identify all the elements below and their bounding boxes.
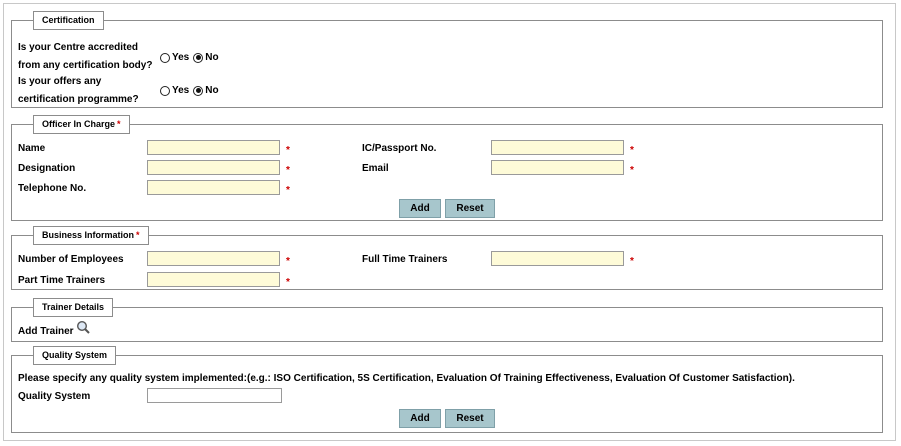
parttime-trainers-input[interactable]	[147, 272, 280, 287]
email-required-star: *	[630, 165, 634, 176]
quality-legend: Quality System	[33, 346, 117, 365]
accreditation-radio-group: Yes No	[160, 52, 223, 63]
employees-label: Number of Employees	[18, 254, 124, 265]
name-label: Name	[18, 143, 46, 154]
email-label: Email	[362, 163, 389, 174]
telephone-required-star: *	[286, 185, 290, 196]
accreditation-yes-label: Yes	[172, 52, 190, 63]
designation-required-star: *	[286, 165, 290, 176]
certification-section: Certification	[11, 11, 883, 108]
designation-label: Designation	[18, 163, 76, 174]
business-legend: Business Information*	[33, 226, 149, 245]
add-trainer-label: Add Trainer	[18, 326, 74, 337]
parttime-trainers-required-star: *	[286, 277, 290, 288]
ic-passport-input[interactable]	[491, 140, 624, 155]
telephone-label: Telephone No.	[18, 183, 87, 194]
employees-required-star: *	[286, 256, 290, 267]
parttime-trainers-label: Part Time Trainers	[18, 275, 106, 286]
officer-legend-text: Officer In Charge	[42, 119, 116, 129]
email-input[interactable]	[491, 160, 624, 175]
business-legend-text: Business Information	[42, 230, 135, 240]
trainer-legend: Trainer Details	[33, 298, 114, 317]
employees-input[interactable]	[147, 251, 280, 266]
fulltime-trainers-label: Full Time Trainers	[362, 254, 448, 265]
name-input[interactable]	[147, 140, 280, 155]
telephone-input[interactable]	[147, 180, 280, 195]
trainer-legend-text: Trainer Details	[42, 302, 105, 312]
magnifier-icon[interactable]	[76, 320, 90, 334]
programme-no-label: No	[205, 85, 219, 96]
quality-section: Quality System	[11, 346, 883, 433]
business-section: Business Information*	[11, 226, 883, 290]
accreditation-no-label: No	[205, 52, 219, 63]
quality-system-input[interactable]	[147, 388, 282, 403]
quality-add-button[interactable]: Add	[399, 409, 441, 428]
quality-instructions: Please specify any quality system implem…	[18, 373, 795, 384]
business-required-mark: *	[136, 230, 140, 240]
quality-legend-text: Quality System	[42, 350, 108, 360]
trainer-section: Trainer Details	[11, 298, 883, 342]
quality-system-label: Quality System	[18, 391, 91, 402]
fulltime-trainers-required-star: *	[630, 256, 634, 267]
accreditation-yes-radio[interactable]	[160, 52, 170, 63]
certification-legend: Certification	[33, 11, 104, 30]
officer-legend: Officer In Charge*	[33, 115, 130, 134]
designation-input[interactable]	[147, 160, 280, 175]
officer-required-mark: *	[117, 119, 121, 129]
ic-passport-label: IC/Passport No.	[362, 143, 437, 154]
programme-yes-label: Yes	[172, 85, 190, 96]
officer-add-button[interactable]: Add	[399, 199, 441, 218]
fulltime-trainers-input[interactable]	[491, 251, 624, 266]
programme-yes-radio[interactable]	[160, 85, 170, 96]
quality-reset-button[interactable]: Reset	[445, 409, 495, 428]
certification-legend-text: Certification	[42, 15, 95, 25]
accreditation-question: Is your Centre accredited from any certi…	[18, 42, 153, 71]
officer-section: Officer In Charge*	[11, 115, 883, 221]
programme-radio-group: Yes No	[160, 85, 223, 96]
certification-programme-question: Is your offers any certification program…	[18, 76, 139, 105]
ic-passport-required-star: *	[630, 145, 634, 156]
programme-no-radio[interactable]	[193, 85, 204, 96]
form-frame	[3, 3, 896, 441]
officer-reset-button[interactable]: Reset	[445, 199, 495, 218]
accreditation-no-radio[interactable]	[193, 52, 204, 63]
name-required-star: *	[286, 145, 290, 156]
